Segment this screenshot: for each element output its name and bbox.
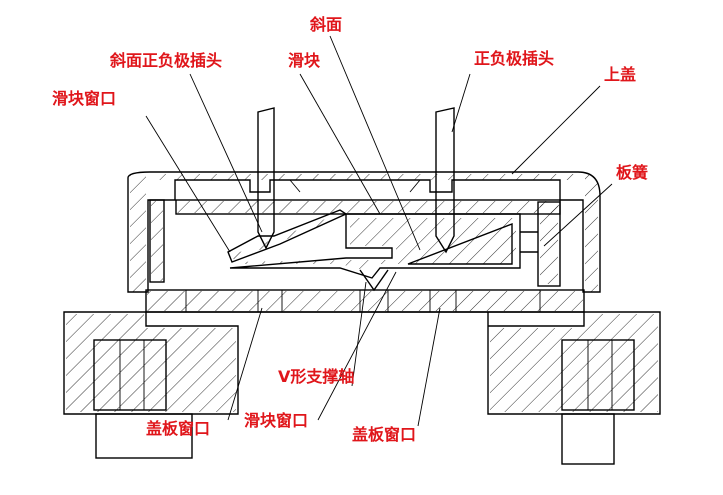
leaf-spring	[520, 201, 561, 287]
base-right	[487, 311, 661, 465]
label-pos-neg-plug: 正负极插头	[474, 49, 554, 68]
label-leaf-spring: 板簧	[616, 163, 648, 182]
v-support-shaft	[359, 269, 389, 292]
leader-lines	[145, 35, 613, 427]
label-top-cover: 上盖	[604, 65, 636, 84]
label-slope-pole-plug: 斜面正负极插头	[109, 51, 222, 70]
label-slider: 滑块	[288, 51, 321, 70]
base-left	[63, 311, 239, 459]
label-slider-window-top: 滑块窗口	[52, 89, 116, 108]
label-slider-window-bottom: 滑块窗口	[244, 411, 308, 430]
slope-pole-plug	[227, 107, 348, 263]
cover-plate	[145, 289, 585, 313]
top-cover-body	[127, 171, 601, 293]
label-cover-window-left: 盖板窗口	[146, 419, 210, 438]
label-v-support-shaft: V形支撑轴	[278, 367, 354, 386]
inner-top-bar	[175, 199, 561, 215]
inner-wall-left	[149, 199, 165, 283]
slider	[229, 213, 521, 279]
label-cover-window-right: 盖板窗口	[352, 425, 416, 444]
label-slope: 斜面	[309, 15, 342, 34]
